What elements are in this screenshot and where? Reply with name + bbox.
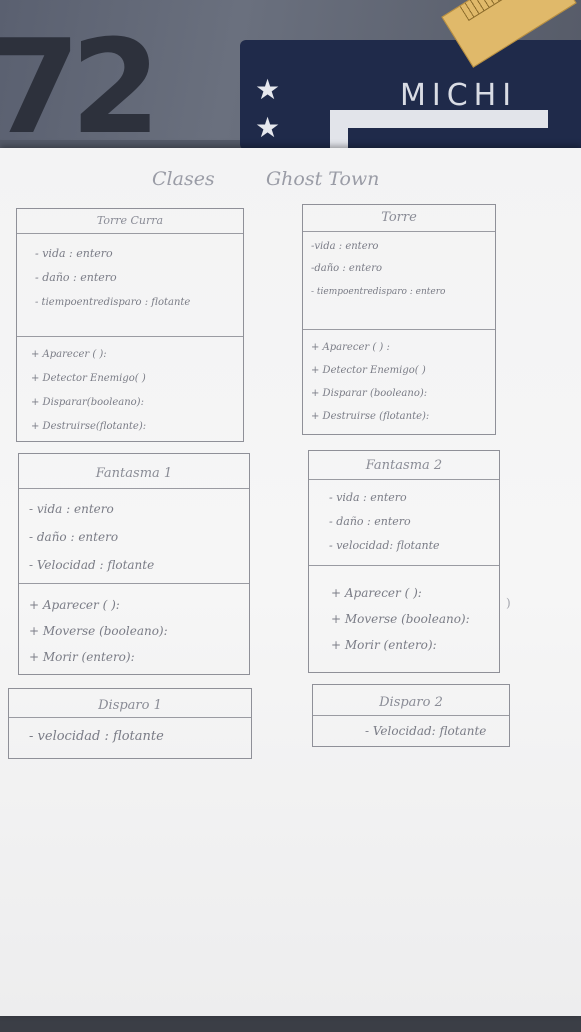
plate-text: MICHI bbox=[400, 78, 518, 113]
attribute: - Velocidad : flotante bbox=[29, 558, 155, 572]
method: + Disparar(booleano): bbox=[31, 397, 144, 408]
class-name: Disparo 2 bbox=[379, 695, 443, 710]
title-ghost-town: Ghost Town bbox=[266, 168, 380, 190]
class-name-section: Fantasma 1 bbox=[19, 454, 249, 489]
class-box-torre-curra: Torre Curra - vida : entero - daño : ent… bbox=[16, 208, 244, 442]
attribute: - tiempoentredisparo : flotante bbox=[35, 297, 191, 308]
attribute: - velocidad: flotante bbox=[329, 539, 440, 552]
method: + Detector Enemigo( ) bbox=[31, 373, 146, 384]
method: + Morir (entero): bbox=[29, 650, 135, 664]
class-name: Fantasma 1 bbox=[95, 466, 173, 481]
class-box-disparo-1: Disparo 1 - velocidad : flotante bbox=[8, 688, 252, 759]
class-name: Torre bbox=[381, 210, 417, 225]
class-name: Torre Curra bbox=[96, 214, 164, 227]
title-clases: Clases bbox=[152, 168, 215, 190]
attribute: - vida : entero bbox=[35, 247, 113, 260]
ruler-marks bbox=[459, 0, 537, 22]
plate-digits: 72 bbox=[0, 11, 161, 163]
attribute: - vida : entero bbox=[29, 502, 114, 516]
class-name-section: Torre bbox=[303, 205, 495, 232]
attribute: - tiempoentredisparo : entero bbox=[311, 287, 446, 297]
attribute: -vida : entero bbox=[311, 241, 379, 252]
attributes-section: - velocidad : flotante bbox=[9, 718, 251, 758]
attribute: - daño : entero bbox=[329, 515, 411, 528]
method: + Aparecer ( ): bbox=[31, 349, 107, 360]
attributes-section: - vida : entero - daño : entero - veloci… bbox=[309, 480, 499, 566]
method: + Detector Enemigo( ) bbox=[311, 365, 426, 376]
method: + Aparecer ( ) : bbox=[311, 342, 390, 353]
class-name-section: Fantasma 2 bbox=[309, 451, 499, 480]
method: + Aparecer ( ): bbox=[29, 598, 120, 612]
attribute: - Velocidad: flotante bbox=[365, 724, 487, 738]
plate-band bbox=[240, 40, 581, 150]
attribute: - vida : entero bbox=[329, 491, 407, 504]
method: + Destruirse (flotante): bbox=[311, 411, 430, 422]
methods-section: + Aparecer ( ): + Moverse (booleano): + … bbox=[19, 584, 249, 674]
class-name-section: Disparo 1 bbox=[9, 689, 251, 718]
class-name: Disparo 1 bbox=[98, 698, 162, 713]
class-box-fantasma-2: Fantasma 2 - vida : entero - daño : ente… bbox=[308, 450, 500, 673]
method: + Disparar (booleano): bbox=[311, 388, 428, 399]
class-name-section: Torre Curra bbox=[17, 209, 243, 234]
class-name: Fantasma 2 bbox=[365, 458, 443, 473]
star-icon: ★ bbox=[255, 73, 281, 106]
attribute: -daño : entero bbox=[311, 263, 383, 274]
attribute: - daño : entero bbox=[29, 530, 119, 544]
method: + Morir (entero): bbox=[331, 638, 437, 652]
attributes-section: - vida : entero - daño : entero - Veloci… bbox=[19, 489, 249, 584]
class-box-torre: Torre -vida : entero -daño : entero - ti… bbox=[302, 204, 496, 435]
attributes-section: - Velocidad: flotante bbox=[313, 716, 509, 746]
attributes-section: - vida : entero - daño : entero - tiempo… bbox=[17, 234, 243, 337]
class-box-disparo-2: Disparo 2 - Velocidad: flotante bbox=[312, 684, 510, 747]
methods-section: + Aparecer ( ): + Moverse (booleano): + … bbox=[309, 566, 499, 672]
paper-sheet: Clases Ghost Town Torre Curra - vida : e… bbox=[0, 148, 581, 1016]
methods-section: + Aparecer ( ): + Detector Enemigo( ) + … bbox=[17, 337, 243, 441]
class-box-fantasma-1: Fantasma 1 - vida : entero - daño : ente… bbox=[18, 453, 250, 675]
method: + Destruirse(flotante): bbox=[31, 421, 147, 432]
attribute: - velocidad : flotante bbox=[29, 729, 164, 744]
star-icon: ★ bbox=[255, 111, 281, 144]
attributes-section: -vida : entero -daño : entero - tiempoen… bbox=[303, 232, 495, 330]
attribute: - daño : entero bbox=[35, 271, 117, 284]
method: + Moverse (booleano): bbox=[29, 624, 168, 638]
class-name-section: Disparo 2 bbox=[313, 685, 509, 716]
methods-section: + Aparecer ( ) : + Detector Enemigo( ) +… bbox=[303, 330, 495, 434]
pencil-mark: ) bbox=[506, 596, 511, 610]
method: + Moverse (booleano): bbox=[331, 612, 470, 626]
method: + Aparecer ( ): bbox=[331, 586, 422, 600]
